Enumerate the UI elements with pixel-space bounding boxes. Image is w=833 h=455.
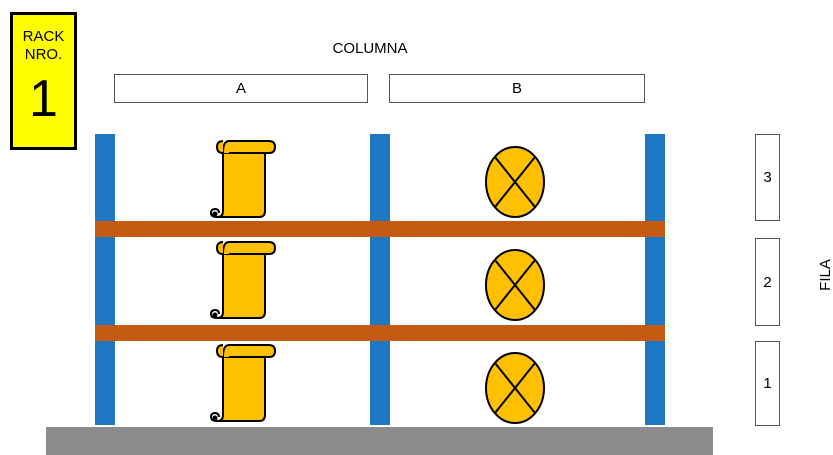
row-label-2: 2 — [755, 238, 780, 326]
row-label-2-text: 2 — [763, 273, 772, 291]
row-label-3-text: 3 — [763, 169, 772, 186]
row-label-3: 3 — [755, 134, 780, 221]
rack-post-left — [95, 134, 115, 425]
rack-beam-lower — [95, 325, 665, 341]
rack-beam-upper — [95, 221, 665, 237]
circle-x-icon — [485, 352, 545, 424]
circle-x-icon — [485, 146, 545, 218]
rack-post-right — [645, 134, 665, 425]
rack-number-badge: RACK NRO. 1 — [10, 12, 77, 150]
circle-x-icon — [485, 249, 545, 321]
column-label-a: A — [114, 74, 368, 103]
row-label-1-text: 1 — [763, 375, 772, 392]
row-label-1: 1 — [755, 341, 780, 426]
rack-nro-label: NRO. — [24, 46, 63, 63]
rack-label: RACK — [22, 28, 65, 45]
floor — [46, 427, 713, 455]
scroll-icon — [210, 241, 276, 319]
column-title: COLUMNA — [332, 40, 408, 57]
rack-post-middle — [370, 134, 390, 425]
scroll-icon — [210, 344, 276, 422]
column-label-b: B — [389, 74, 645, 103]
scroll-icon — [210, 140, 276, 218]
rack-number: 1 — [29, 70, 58, 128]
